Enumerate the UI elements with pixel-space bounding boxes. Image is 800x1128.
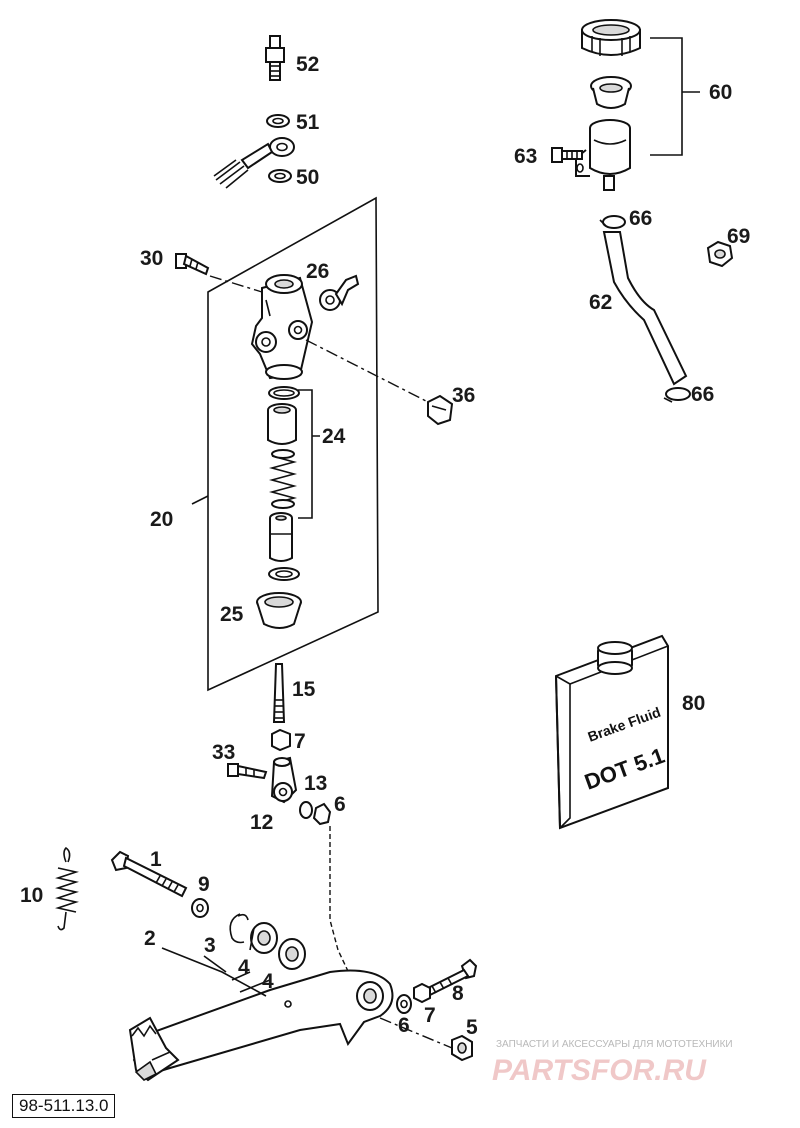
part-4-bearing-2 [278,938,306,970]
callout-80: 80 [682,692,705,715]
banjo-fitting-with-hose [213,137,295,189]
part-26-elbow-fitting [319,274,360,311]
part-7-nut-upper [271,728,291,752]
part-36-cap [427,394,454,426]
part-13-washer [299,801,313,819]
part-10-return-spring [55,846,79,931]
callout-7-upper: 7 [294,730,306,753]
part-60-reservoir-body [575,119,631,191]
part-6-washer-lower [396,994,412,1014]
diagram-code: 98-511.13.0 [12,1094,116,1118]
circlip [268,567,300,581]
part-66-hose-clamp-bottom [663,387,691,403]
part-80-brake-fluid-bottle [554,634,669,830]
part-66-hose-clamp-top [599,215,626,229]
callout-7-lower: 7 [424,1004,436,1027]
callout-60: 60 [709,81,732,104]
axis-line-30 [209,275,263,293]
callout-15: 15 [292,678,316,701]
part-1-pivot-bolt [110,850,188,898]
bracket-60 [650,37,700,156]
callout-50: 50 [296,166,319,189]
callout-13: 13 [304,772,327,795]
axis-line-36 [305,339,429,403]
master-cylinder-body [250,274,314,380]
return-spring [268,449,298,509]
part-9-washer [191,898,209,918]
callout-63: 63 [514,145,537,168]
part-30-bolt [175,253,210,276]
part-12-clevis [270,756,298,804]
part-4-bearing-1 [249,922,278,954]
axis-line-pedal [329,826,357,989]
callout-66-top: 66 [629,207,652,230]
watermark-logo: PARTSFOR.RU [492,1054,707,1087]
part-5-nut [451,1034,473,1062]
callout-62: 62 [589,291,612,314]
piston [269,512,293,562]
pedal-circlip [229,913,249,944]
callout-4b: 4 [262,970,274,993]
leader-4b [239,979,271,993]
callout-52: 52 [296,53,319,76]
bracket-24 [298,389,320,519]
callout-69: 69 [727,225,750,248]
part-69-nut [706,240,734,268]
part-25-dust-boot [256,592,302,629]
part-62-hose [602,231,688,386]
callout-51: 51 [296,111,320,134]
part-60-diaphragm [590,76,632,109]
callout-5: 5 [466,1016,478,1039]
leader-4a [231,971,251,981]
callout-12: 12 [250,811,273,834]
callout-36: 36 [452,384,475,407]
callout-6-lower: 6 [398,1014,410,1037]
callout-10: 10 [20,884,43,907]
callout-33: 33 [212,741,235,764]
callout-8: 8 [452,982,464,1005]
tick-20 [191,495,209,505]
part-7-nut-lower [413,982,431,1004]
part-52-brake-switch [265,35,285,81]
callout-9: 9 [198,873,210,896]
callout-25: 25 [220,603,244,626]
callout-4a: 4 [238,956,250,979]
callout-26: 26 [306,260,329,283]
assembly-20-outline [207,196,379,692]
part-33-bolt [227,763,268,780]
part-60-reservoir-cap [581,19,641,56]
callout-2: 2 [144,927,156,950]
piston-sleeve [267,403,297,445]
callout-24: 24 [322,425,346,448]
callout-30: 30 [140,247,163,270]
axis-line-5 [379,1017,453,1049]
callout-20: 20 [150,508,173,531]
part-15-push-rod [272,663,286,723]
brake-pedal [128,969,394,1082]
watermark-caption: ЗАПЧАСТИ И АКСЕССУАРЫ ДЛЯ МОТОТЕХНИКИ [496,1039,733,1050]
part-63-bolt [551,147,583,163]
leader-3 [203,955,227,973]
part-51-washer [266,114,290,128]
part-6-nut-upper [312,802,332,826]
callout-1: 1 [150,848,162,871]
callout-3: 3 [204,934,216,957]
callout-6-upper: 6 [334,793,346,816]
part-8-bolt [422,958,478,998]
part-50-washer [268,169,292,183]
callout-66-bottom: 66 [691,383,714,406]
